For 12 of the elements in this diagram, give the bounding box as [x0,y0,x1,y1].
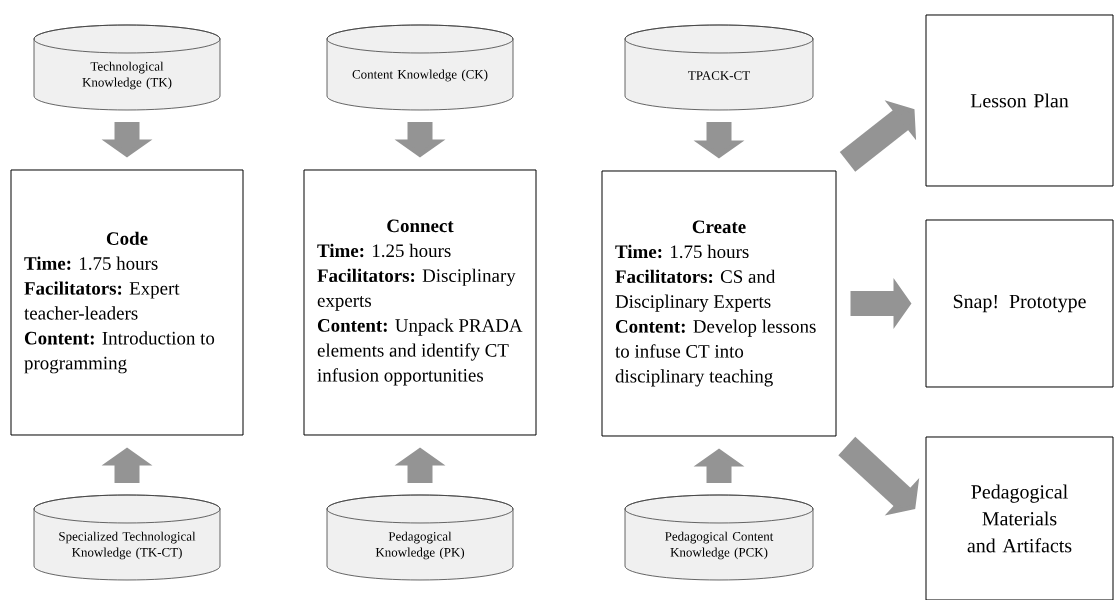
cylinder: Pedagogical Content Knowledge (PCK) [624,494,814,581]
cylinder: Content Knowledge (CK) [326,24,514,111]
process-box: Connect Time: 1.25 hours Facilitators: Disciplinary experts Content: Unpack PRADA elements and identify CT infusion opportunities [303,169,537,436]
process-box: Code Time: 1.75 hours Facilitators: Expert teacher-leaders Content: Introduction to programming [10,169,244,436]
output-box: Snap! Prototype [925,219,1114,388]
output-box: Lesson Plan [925,14,1114,187]
cylinder: Specialized Technological Knowledge (TK-CT) [33,494,221,581]
cylinder: Technological Knowledge (TK) [33,24,221,111]
output-box: Pedagogical Materials and Artifacts [925,436,1114,600]
process-box: Create Time: 1.75 hours Facilitators: CS and Disciplinary Experts Content: Develop lessons to infuse CT into disciplinary teaching [601,170,837,437]
cylinder: TPACK-CT [624,24,814,111]
cylinder: Pedagogical Knowledge (PK) [326,494,514,581]
